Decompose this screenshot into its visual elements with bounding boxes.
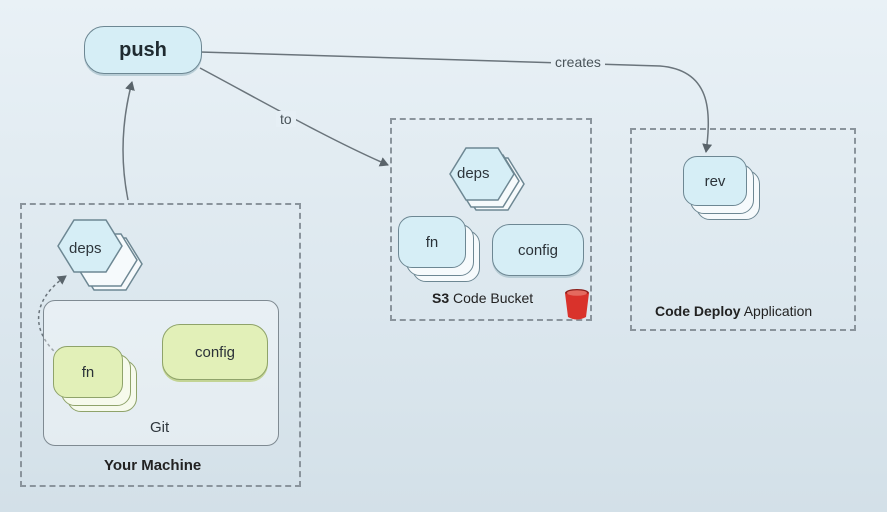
s3-fn-label: fn [425, 233, 439, 251]
codedeploy-caption: Code Deploy Application [655, 303, 812, 319]
s3-fn-node: fn [398, 216, 466, 268]
push-node: push [84, 26, 202, 74]
rev-node: rev [683, 156, 747, 206]
your-machine-group [20, 203, 301, 487]
s3-deps-label: deps [457, 165, 490, 182]
local-config-label: config [194, 343, 236, 361]
codedeploy-caption-rest: Application [743, 303, 813, 319]
s3-bucket-icon [565, 289, 589, 320]
push-label: push [119, 38, 167, 61]
git-label: Git [150, 419, 170, 436]
your-machine-caption: Your Machine [104, 457, 202, 474]
rev-label: rev [704, 172, 726, 190]
local-config-node: config [162, 324, 268, 380]
edge-label-to: to [276, 111, 296, 127]
s3-config-label: config [517, 241, 559, 259]
s3-caption-rest: Code Bucket [453, 290, 534, 306]
arrow-machine-to-push [122, 81, 135, 201]
s3-config-node: config [492, 224, 584, 276]
codedeploy-app-group [630, 128, 856, 331]
s3-bucket-group [390, 118, 592, 321]
local-deps-node [57, 219, 143, 291]
edge-label-creates: creates [551, 54, 605, 70]
s3-deps-node [449, 147, 525, 211]
codedeploy-caption-bold: Code Deploy [655, 303, 741, 319]
local-fn-node: fn [53, 346, 123, 398]
local-deps-label: deps [69, 240, 102, 257]
s3-caption-bold: S3 [432, 290, 450, 306]
s3-bucket-caption: S3 Code Bucket [432, 290, 533, 306]
local-fn-label: fn [81, 363, 95, 381]
